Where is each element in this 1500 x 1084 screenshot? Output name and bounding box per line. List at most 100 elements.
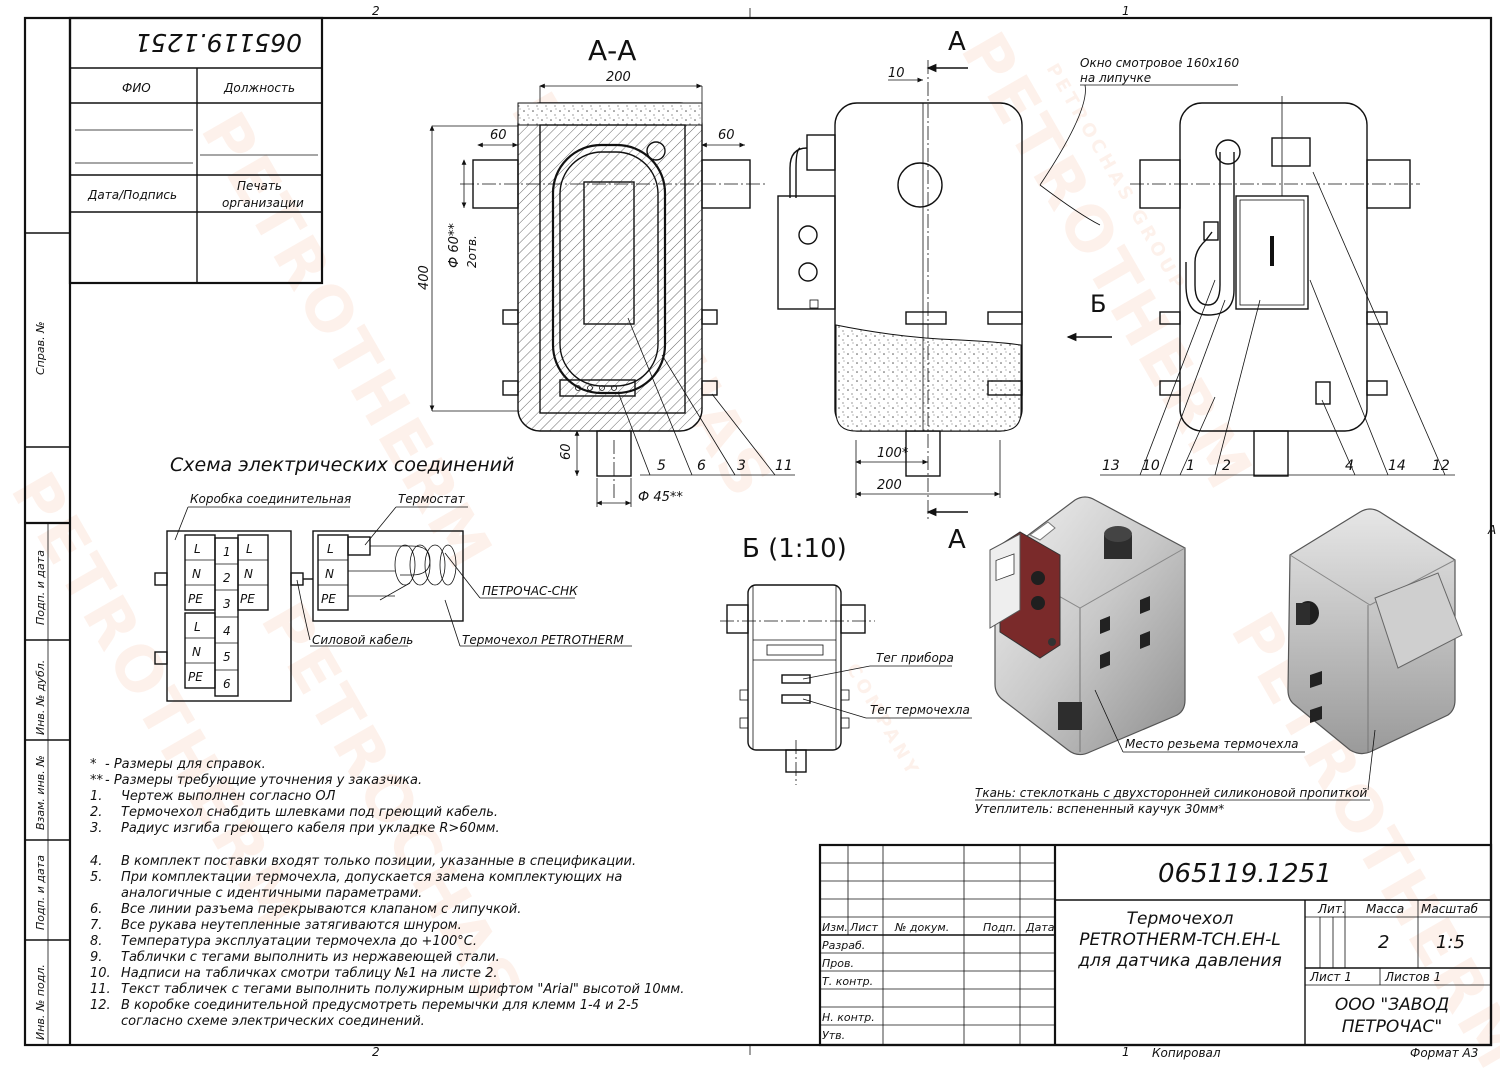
svg-text:6: 6 xyxy=(223,677,231,691)
svg-text:N: N xyxy=(192,567,201,581)
approval-position: Должность xyxy=(223,81,295,95)
section-label: А-А xyxy=(588,34,636,67)
margin-label: Инв. № дубл. xyxy=(34,660,47,735)
note-number: 9. xyxy=(90,950,102,965)
note-text: Термочехол снабдить шлевками под греющий… xyxy=(121,805,498,820)
callout-number: 11 xyxy=(775,458,793,474)
svg-text:1: 1 xyxy=(223,545,231,559)
note-number: 8. xyxy=(90,934,102,949)
callout-number: 14 xyxy=(1388,458,1406,474)
note-number: 3. xyxy=(90,821,102,836)
note-text: Температура эксплуатации термочехла до +… xyxy=(121,934,477,949)
scheme-label: Термочехол PETROTHERM xyxy=(462,633,624,647)
note-text: согласно схеме электрических соединений. xyxy=(121,1014,425,1029)
iso-insulation: Утеплитель: вспененный каучук 30мм* xyxy=(975,802,1224,816)
svg-text:Масштаб: Масштаб xyxy=(1421,902,1479,916)
approval-fio: ФИО xyxy=(122,81,151,95)
cut-letter: А xyxy=(948,27,966,57)
company-name: ООО "ЗАВОД xyxy=(1335,995,1449,1015)
svg-text:Изм.: Изм. xyxy=(822,921,848,934)
mass-value: 2 xyxy=(1378,932,1389,953)
callout-number: 6 xyxy=(697,458,706,474)
svg-text:Т. контр.: Т. контр. xyxy=(822,975,873,988)
note-text: Чертеж выполнен согласно ОЛ xyxy=(121,789,336,804)
margin-label: Подп. и дата xyxy=(34,550,47,625)
note-text: аналогичные с идентичными параметрами. xyxy=(121,886,422,901)
side-view: А А 10 100* 200 Окно смотровое 160х160 н… xyxy=(777,27,1240,555)
dim-label: 60 xyxy=(490,128,507,143)
callout-number: 4 xyxy=(1345,458,1354,474)
svg-text:PE: PE xyxy=(240,592,255,606)
svg-text:Дата: Дата xyxy=(1025,921,1055,934)
callout-number: 10 xyxy=(1142,458,1160,474)
note-number: 10. xyxy=(90,966,111,981)
cut-letter: А xyxy=(948,525,966,555)
svg-text:Разраб.: Разраб. xyxy=(822,939,865,952)
approval-stamp: Печать xyxy=(237,179,282,193)
svg-text:5: 5 xyxy=(223,650,231,664)
svg-text:L: L xyxy=(194,542,201,556)
margin-label: Подп. и дата xyxy=(34,855,47,930)
view-label: Б (1:10) xyxy=(742,534,847,564)
section-aa: А-А 200 60 60 xyxy=(417,34,795,507)
svg-text:PE: PE xyxy=(188,592,203,606)
designation-rotated: 065119.1251 xyxy=(135,28,302,57)
svg-text:Утв.: Утв. xyxy=(822,1029,845,1042)
note-text: Надписи на табличках смотри таблицу №1 н… xyxy=(121,966,497,981)
wiring-scheme: Схема электрических соединений Коробка с… xyxy=(154,454,632,702)
dim-label: 400 xyxy=(417,265,432,290)
note-number: * xyxy=(90,757,97,772)
note-number: 5. xyxy=(90,870,102,885)
view-arrow-label: Б xyxy=(1090,290,1106,318)
dim-label: Ф 60** xyxy=(447,223,462,268)
note-text: - Размеры требующие уточнения у заказчик… xyxy=(105,773,422,788)
view-b: Б (1:10) Тег прибора Тег термочехла xyxy=(720,534,972,785)
svg-text:L: L xyxy=(327,542,334,556)
note-number: 6. xyxy=(90,902,102,917)
callout-number: 5 xyxy=(657,458,666,474)
scheme-label: Термостат xyxy=(398,492,466,506)
svg-text:N: N xyxy=(325,567,334,581)
svg-text:N: N xyxy=(192,645,201,659)
tag-label: Тег термочехла xyxy=(870,703,970,717)
svg-text:L: L xyxy=(246,542,253,556)
svg-text:4: 4 xyxy=(223,624,231,638)
scheme-label: ПЕТРОЧАС-СНК xyxy=(482,584,578,598)
dim-label: 2отв. xyxy=(465,235,479,268)
drawing-sheet: 2 1 2 1 А Справ. № Подп. и дата Инв. № д… xyxy=(23,4,1496,1060)
margin-label: Взам. инв. № xyxy=(34,755,47,830)
approval-block: 065119.1251 ФИО Должность Дата/Подпись П… xyxy=(68,16,324,285)
callout-window: Окно смотровое 160х160 xyxy=(1080,56,1240,70)
svg-text:Масса: Масса xyxy=(1366,902,1404,916)
svg-text:L: L xyxy=(194,620,201,634)
isometric-front: Место резьема термочехла xyxy=(989,496,1305,756)
dim-label: 60 xyxy=(559,443,574,460)
svg-text:Подп.: Подп. xyxy=(983,921,1016,934)
note-text: - Размеры для справок. xyxy=(105,757,266,772)
svg-text:Пров.: Пров. xyxy=(822,957,854,970)
svg-text:Формат A3: Формат A3 xyxy=(1410,1046,1478,1060)
callout-number: 12 xyxy=(1432,458,1450,474)
dim-label: 200 xyxy=(877,478,902,493)
approval-stamp: организации xyxy=(222,196,304,210)
dim-label: Ф 45** xyxy=(638,490,683,505)
dim-label: 10 xyxy=(888,66,905,81)
note-number: 4. xyxy=(90,854,102,869)
dim-label: 200 xyxy=(606,70,631,85)
svg-text:PE: PE xyxy=(188,670,203,684)
scheme-label: Силовой кабель xyxy=(312,633,413,647)
note-text: Все рукава неутепленные затягиваются шну… xyxy=(121,918,462,933)
isometric-back xyxy=(1287,508,1463,791)
svg-text:№ докум.: № докум. xyxy=(894,921,949,934)
svg-text:N: N xyxy=(244,567,253,581)
note-number: 11. xyxy=(90,982,111,997)
callout-number: 1 xyxy=(1186,458,1195,474)
svg-text:Листов 1: Листов 1 xyxy=(1384,970,1441,984)
svg-text:Н. контр.: Н. контр. xyxy=(822,1011,875,1024)
margin-label: Инв. № подл. xyxy=(34,964,47,1040)
iso-fabric: Ткань: стеклоткань с двухсторонней силик… xyxy=(975,786,1368,800)
note-text: Все линии разъема перекрываются клапаном… xyxy=(121,902,521,917)
note-text: В коробке соединительной предусмотреть п… xyxy=(121,998,639,1013)
note-number: 7. xyxy=(90,918,102,933)
title-block: Изм. Лист № докум. Подп. Дата Разраб. Пр… xyxy=(818,843,1493,1060)
